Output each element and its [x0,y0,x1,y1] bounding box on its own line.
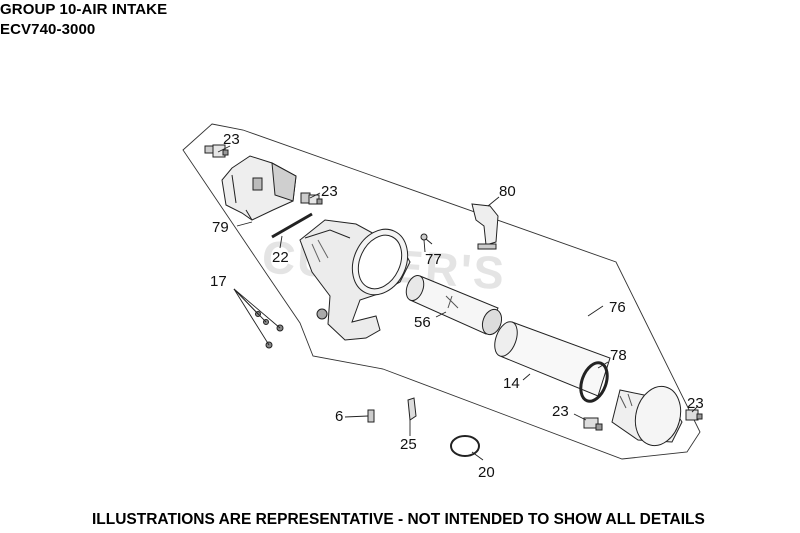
ring-78 [579,361,609,403]
callout-14: 14 [503,375,520,392]
callout-56: 56 [414,314,431,331]
clamp-23-lower-right [685,409,703,421]
clip-25 [407,397,417,421]
clamp-23-lower-left [583,417,603,431]
model-number: ECV740-3000 [0,21,96,38]
inner-filter-56 [405,274,503,336]
callout-17: 17 [210,273,227,290]
callout-25: 25 [400,436,417,453]
callout-79: 79 [212,219,229,236]
clamp-23-upper [300,192,323,205]
callout-78: 78 [610,347,627,364]
callout-22: 22 [272,249,289,266]
callout-77: 77 [425,251,442,268]
callout-23: 23 [321,183,338,200]
leader-lines [217,145,699,461]
callout-76: 76 [609,299,626,316]
bracket-80 [471,203,499,250]
clamp-ring-20 [450,435,480,457]
disclaimer-footer: ILLUSTRATIONS ARE REPRESENTATIVE - NOT I… [92,511,705,528]
screw-6 [367,409,375,423]
screw-77 [420,233,433,245]
elbow-housing [299,219,411,341]
callout-23: 23 [223,131,240,148]
shroud-79 [221,155,297,221]
callout-6: 6 [335,408,343,425]
assembly-outline [182,123,701,460]
strap-22 [271,212,313,239]
callout-80: 80 [499,183,516,200]
callout-23: 23 [687,395,704,412]
callout-labels: 23 23 79 22 17 80 77 76 56 78 14 23 23 6… [210,131,704,481]
callout-23: 23 [552,403,569,420]
diagram-title: GROUP 10-AIR INTAKE [0,1,168,18]
end-cap [611,385,683,447]
callout-20: 20 [478,464,495,481]
